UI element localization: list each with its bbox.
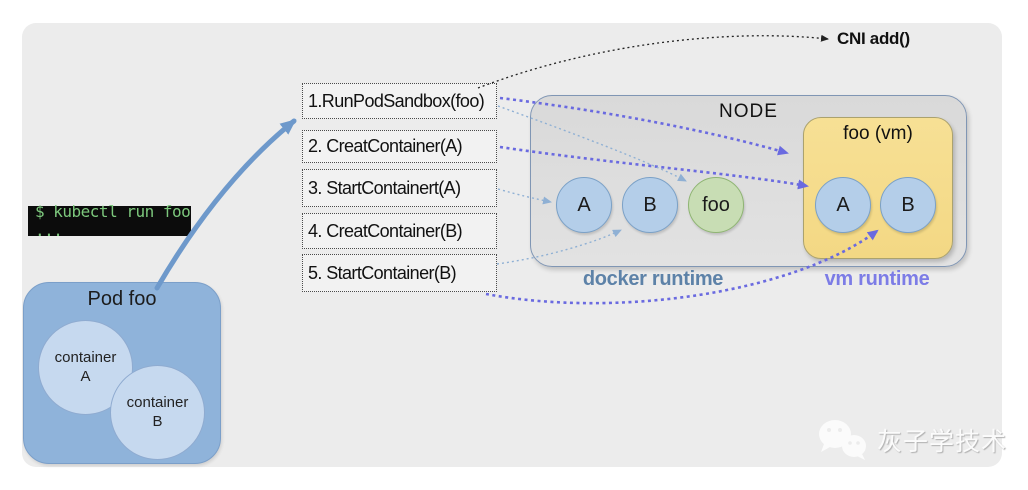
step-5-startcontainer-b: 5. StartContainer(B) <box>302 254 497 292</box>
pod-foo-title: Pod foo <box>87 288 157 310</box>
docker-circle-a: A <box>556 177 612 233</box>
docker-circle-foo: foo <box>688 177 744 233</box>
step-3-startcontainert-a: 3. StartContainert(A) <box>302 169 497 207</box>
watermark: 灰子学技术 <box>816 418 1007 462</box>
vm-circle-b: B <box>880 177 936 233</box>
kubectl-command-terminal: $ kubectl run foo ... <box>28 202 191 240</box>
watermark-text: 灰子学技术 <box>877 428 1008 456</box>
step-1-runpodsandbox: 1.RunPodSandbox(foo) <box>302 83 497 119</box>
docker-runtime-label: docker runtime <box>582 268 724 290</box>
step-4-creatcontainer-b: 4. CreatContainer(B) <box>302 213 497 249</box>
container-b-word: container <box>126 393 189 411</box>
docker-circle-b: B <box>622 177 678 233</box>
wechat-chat-bubbles-icon <box>819 420 866 460</box>
vm-runtime-label: vm runtime <box>824 268 930 290</box>
pod-container-b-circle: container B <box>110 365 205 460</box>
kubectl-command-text: $ kubectl run foo ... <box>35 202 191 240</box>
cni-add-label: CNI add() <box>837 29 910 48</box>
step-2-creatcontainer-a: 2. CreatContainer(A) <box>302 130 497 163</box>
container-a-word: container <box>54 348 117 366</box>
vm-circle-a: A <box>815 177 871 233</box>
foo-vm-title: foo (vm) <box>843 123 913 144</box>
container-b-letter: B <box>152 412 163 430</box>
container-a-letter: A <box>80 367 91 385</box>
